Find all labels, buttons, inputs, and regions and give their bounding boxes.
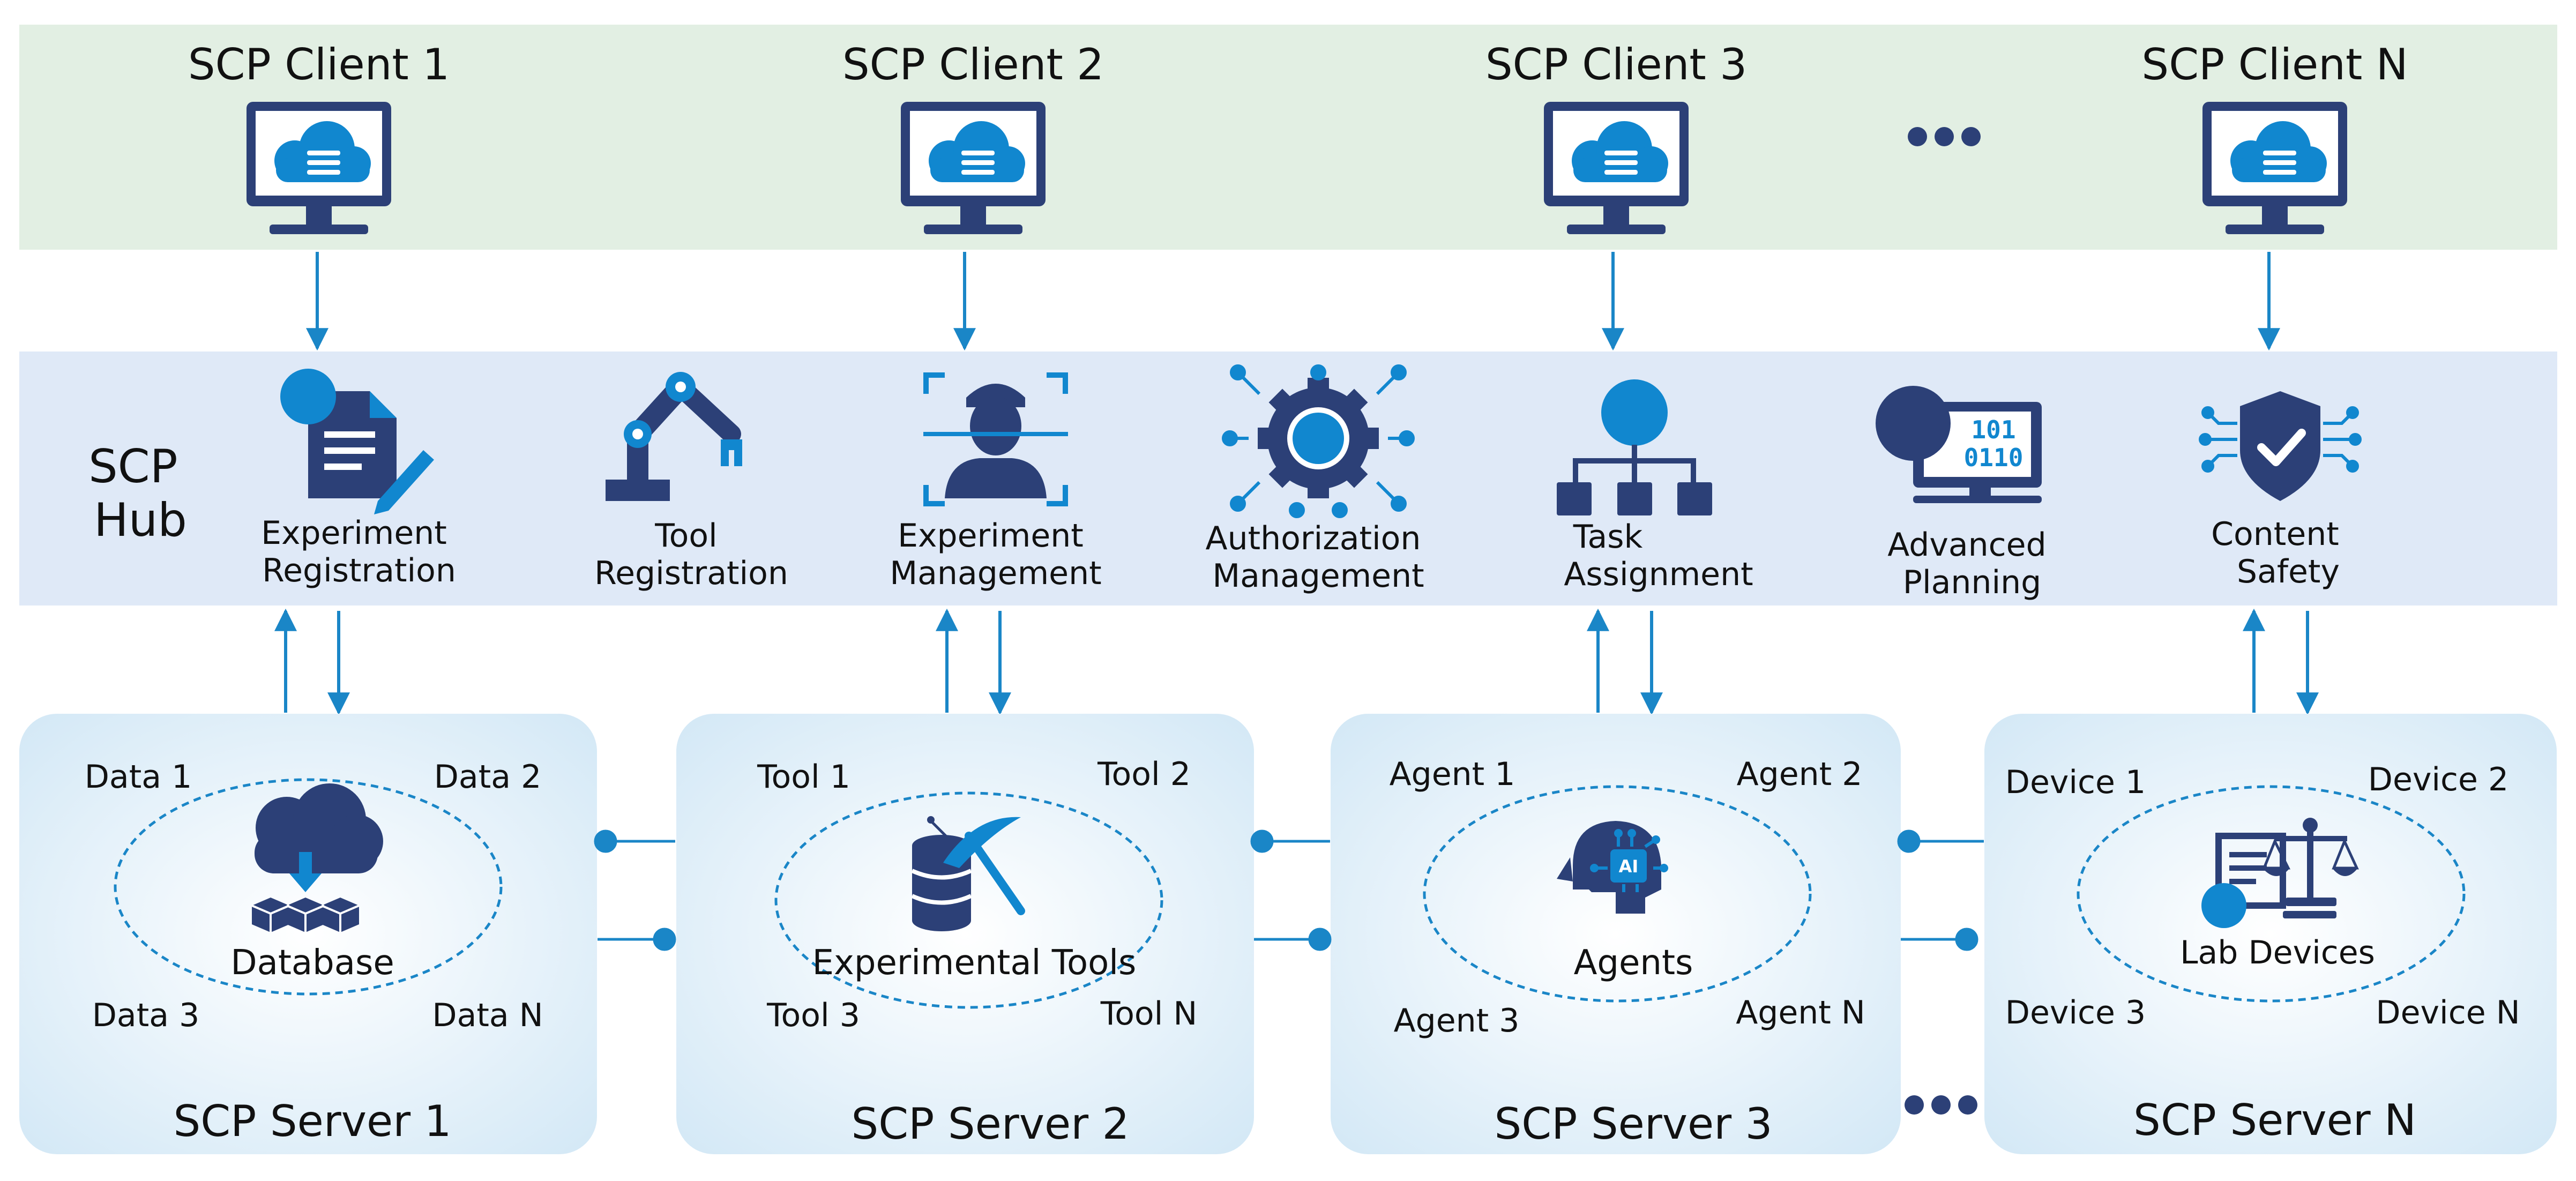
server-item-label: Device 2 (2368, 761, 2508, 798)
server-item-label: Device 3 (2005, 994, 2146, 1031)
more-clients-ellipsis (1908, 127, 1981, 146)
client-2[interactable]: SCP Client 2 (842, 40, 1104, 234)
server-connectors (594, 829, 1984, 951)
document-edit-icon (280, 369, 434, 514)
server-ring (2077, 785, 2466, 1003)
server-panel (19, 714, 597, 1154)
svg-text:AI: AI (1619, 856, 1639, 877)
server-item-label: Data 3 (92, 997, 200, 1034)
server-center-label: Database (230, 943, 394, 983)
shield-check-icon (2199, 391, 2362, 501)
monitor-cloud-icon (1544, 102, 1689, 234)
database-pickaxe-icon (911, 816, 1025, 931)
hub-function-label: Authorization Management (1206, 520, 1431, 595)
monitor-cloud-icon (2202, 102, 2347, 234)
server-item-label: Agent 2 (1737, 756, 1863, 793)
server-item-label: Agent 1 (1390, 756, 1515, 793)
server-title: SCP Server 2 (852, 1099, 1130, 1149)
server-3[interactable]: AI Agents Agent 1 Agent 2 Agent 3 Agent … (1331, 714, 1901, 1154)
server-title: SCP Server 1 (174, 1096, 452, 1146)
more-servers-ellipsis (1905, 1095, 1977, 1115)
monitor-cloud-icon (901, 102, 1046, 234)
server-item-label: Tool 3 (766, 997, 860, 1034)
svg-text:101: 101 (1971, 415, 2015, 444)
hub-server-arrows (274, 608, 2319, 715)
server-2[interactable]: Experimental Tools Tool 1 Tool 2 Tool 3 … (676, 714, 1254, 1154)
hub-function-label: Experiment Registration (261, 514, 457, 589)
server-center-label: Experimental Tools (812, 943, 1137, 983)
hub-function-experiment-registration[interactable]: Experiment Registration (261, 369, 457, 589)
hub-title: SCP Hub (88, 440, 192, 547)
client-hub-arrows (306, 252, 2280, 351)
server-item-label: Tool 1 (757, 758, 850, 796)
robot-arm-icon (606, 372, 742, 501)
server-n[interactable]: Lab Devices Device 1 Device 2 Device 3 D… (1984, 714, 2557, 1154)
monitor-cloud-icon (247, 102, 391, 234)
client-1[interactable]: SCP Client 1 (188, 40, 450, 234)
client-n[interactable]: SCP Client N (2141, 40, 2408, 234)
svg-text:0110: 0110 (1964, 443, 2024, 472)
server-panel (1984, 714, 2557, 1154)
server-item-label: Data 1 (85, 758, 192, 796)
server-title: SCP Server N (2133, 1095, 2416, 1145)
server-ring (114, 778, 503, 996)
person-binary-screen-icon: 101 0110 (1876, 386, 2042, 503)
hub-function-label: Experiment Management (890, 517, 1101, 592)
hub-function-label: Task Assignment (1564, 518, 1753, 593)
hub-function-label: Tool Registration (594, 517, 788, 592)
hub-function-task-assignment[interactable]: Task Assignment (1557, 379, 1753, 593)
server-1[interactable]: Database Data 1 Data 2 Data 3 Data N SCP… (19, 714, 597, 1154)
hub-function-label: Advanced Planning (1887, 526, 2056, 601)
clients-band (19, 25, 2557, 250)
cloud-database-icon (251, 783, 383, 932)
server-center-label: Agents (1574, 943, 1693, 983)
server-item-label: Agent 3 (1394, 1002, 1520, 1040)
hub-function-content-safety[interactable]: Content Safety (2199, 391, 2362, 590)
client-label: SCP Client N (2141, 40, 2408, 89)
client-label: SCP Client 2 (842, 40, 1104, 89)
server-title: SCP Server 3 (1495, 1099, 1773, 1149)
server-center-label: Lab Devices (2180, 934, 2375, 971)
server-item-label: Data 2 (434, 758, 542, 796)
server-item-label: Agent N (1736, 994, 1865, 1031)
face-scan-icon (923, 372, 1068, 506)
server-ring (774, 791, 1163, 1009)
hub-function-tool-registration[interactable]: Tool Registration (594, 372, 788, 592)
client-3[interactable]: SCP Client 3 (1485, 40, 1747, 234)
lab-scales-icon (2201, 818, 2359, 928)
server-panel (676, 714, 1254, 1154)
server-item-label: Data N (432, 997, 543, 1034)
server-item-label: Device N (2376, 994, 2520, 1031)
hierarchy-icon (1557, 379, 1712, 515)
server-item-label: Tool 2 (1097, 756, 1191, 793)
client-label: SCP Client 1 (188, 40, 450, 89)
server-ring (1423, 785, 1812, 1003)
ai-head-icon: AI (1557, 821, 1668, 914)
server-item-label: Device 1 (2005, 764, 2146, 801)
hub-function-advanced-planning[interactable]: 101 0110 Advanced Planning (1876, 386, 2057, 601)
client-label: SCP Client 3 (1485, 40, 1747, 89)
hub-function-experiment-management[interactable]: Experiment Management (890, 372, 1102, 592)
hub-function-label: Content Safety (2211, 515, 2349, 590)
server-item-label: Tool N (1100, 995, 1198, 1033)
